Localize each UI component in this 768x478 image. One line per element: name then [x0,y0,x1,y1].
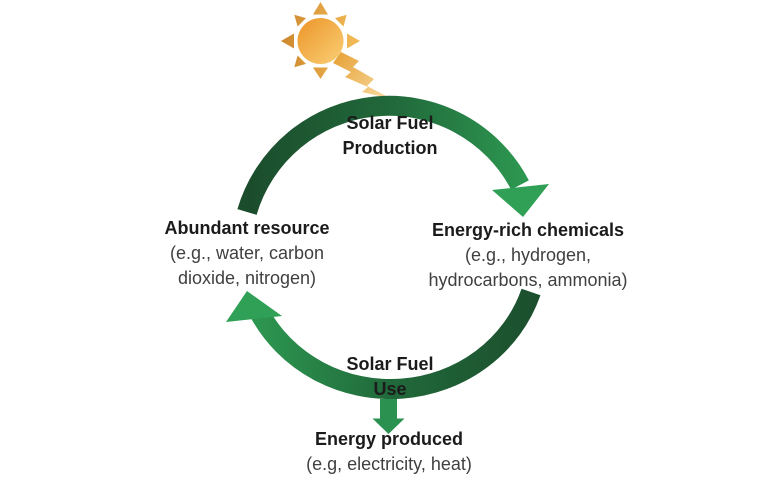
down-arrow-icon [372,399,405,434]
energy-rich-chemicals-detail-line1: (e.g., hydrogen, [464,245,592,265]
sun-core [297,18,344,64]
energy-rich-chemicals-node: Energy-rich chemicals (e.g., hydrogen, h… [428,218,627,293]
solar-fuel-production-label: Solar Fuel Production [343,111,438,161]
production-label-line1: Solar Fuel [346,113,434,133]
use-label-line1: Solar Fuel [346,354,434,374]
energy-rich-chemicals-detail-line2: hydrocarbons, ammonia) [428,270,628,290]
production-label-line2: Production [342,138,438,158]
abundant-resource-title: Abundant resource [164,218,330,238]
energy-rich-chemicals-title: Energy-rich chemicals [431,220,625,240]
cycle-arrow-top [237,95,529,215]
energy-produced-node: Energy produced (e.g, electricity, heat) [306,427,472,477]
energy-produced-title: Energy produced [314,429,464,449]
lightning-bolt-icon [333,52,392,99]
use-label-line2: Use [373,379,407,399]
sun-icon [281,2,360,79]
cycle-arrow-bottom-head [226,291,282,322]
abundant-resource-detail-line1: (e.g., water, carbon [169,243,325,263]
energy-produced-detail-line1: (e.g, electricity, heat) [306,454,472,474]
solar-fuel-use-label: Solar Fuel Use [346,352,433,402]
cycle-arrow-top-head [492,184,549,217]
cycle-arrow-bottom [250,288,541,400]
abundant-resource-node: Abundant resource (e.g., water, carbon d… [164,216,329,291]
abundant-resource-detail-line2: dioxide, nitrogen) [177,268,317,288]
